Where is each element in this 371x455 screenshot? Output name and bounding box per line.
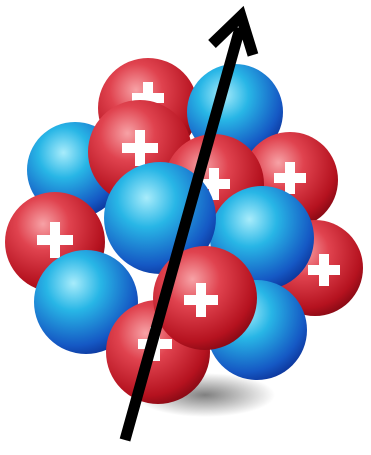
nucleus-illustration: [0, 0, 371, 455]
